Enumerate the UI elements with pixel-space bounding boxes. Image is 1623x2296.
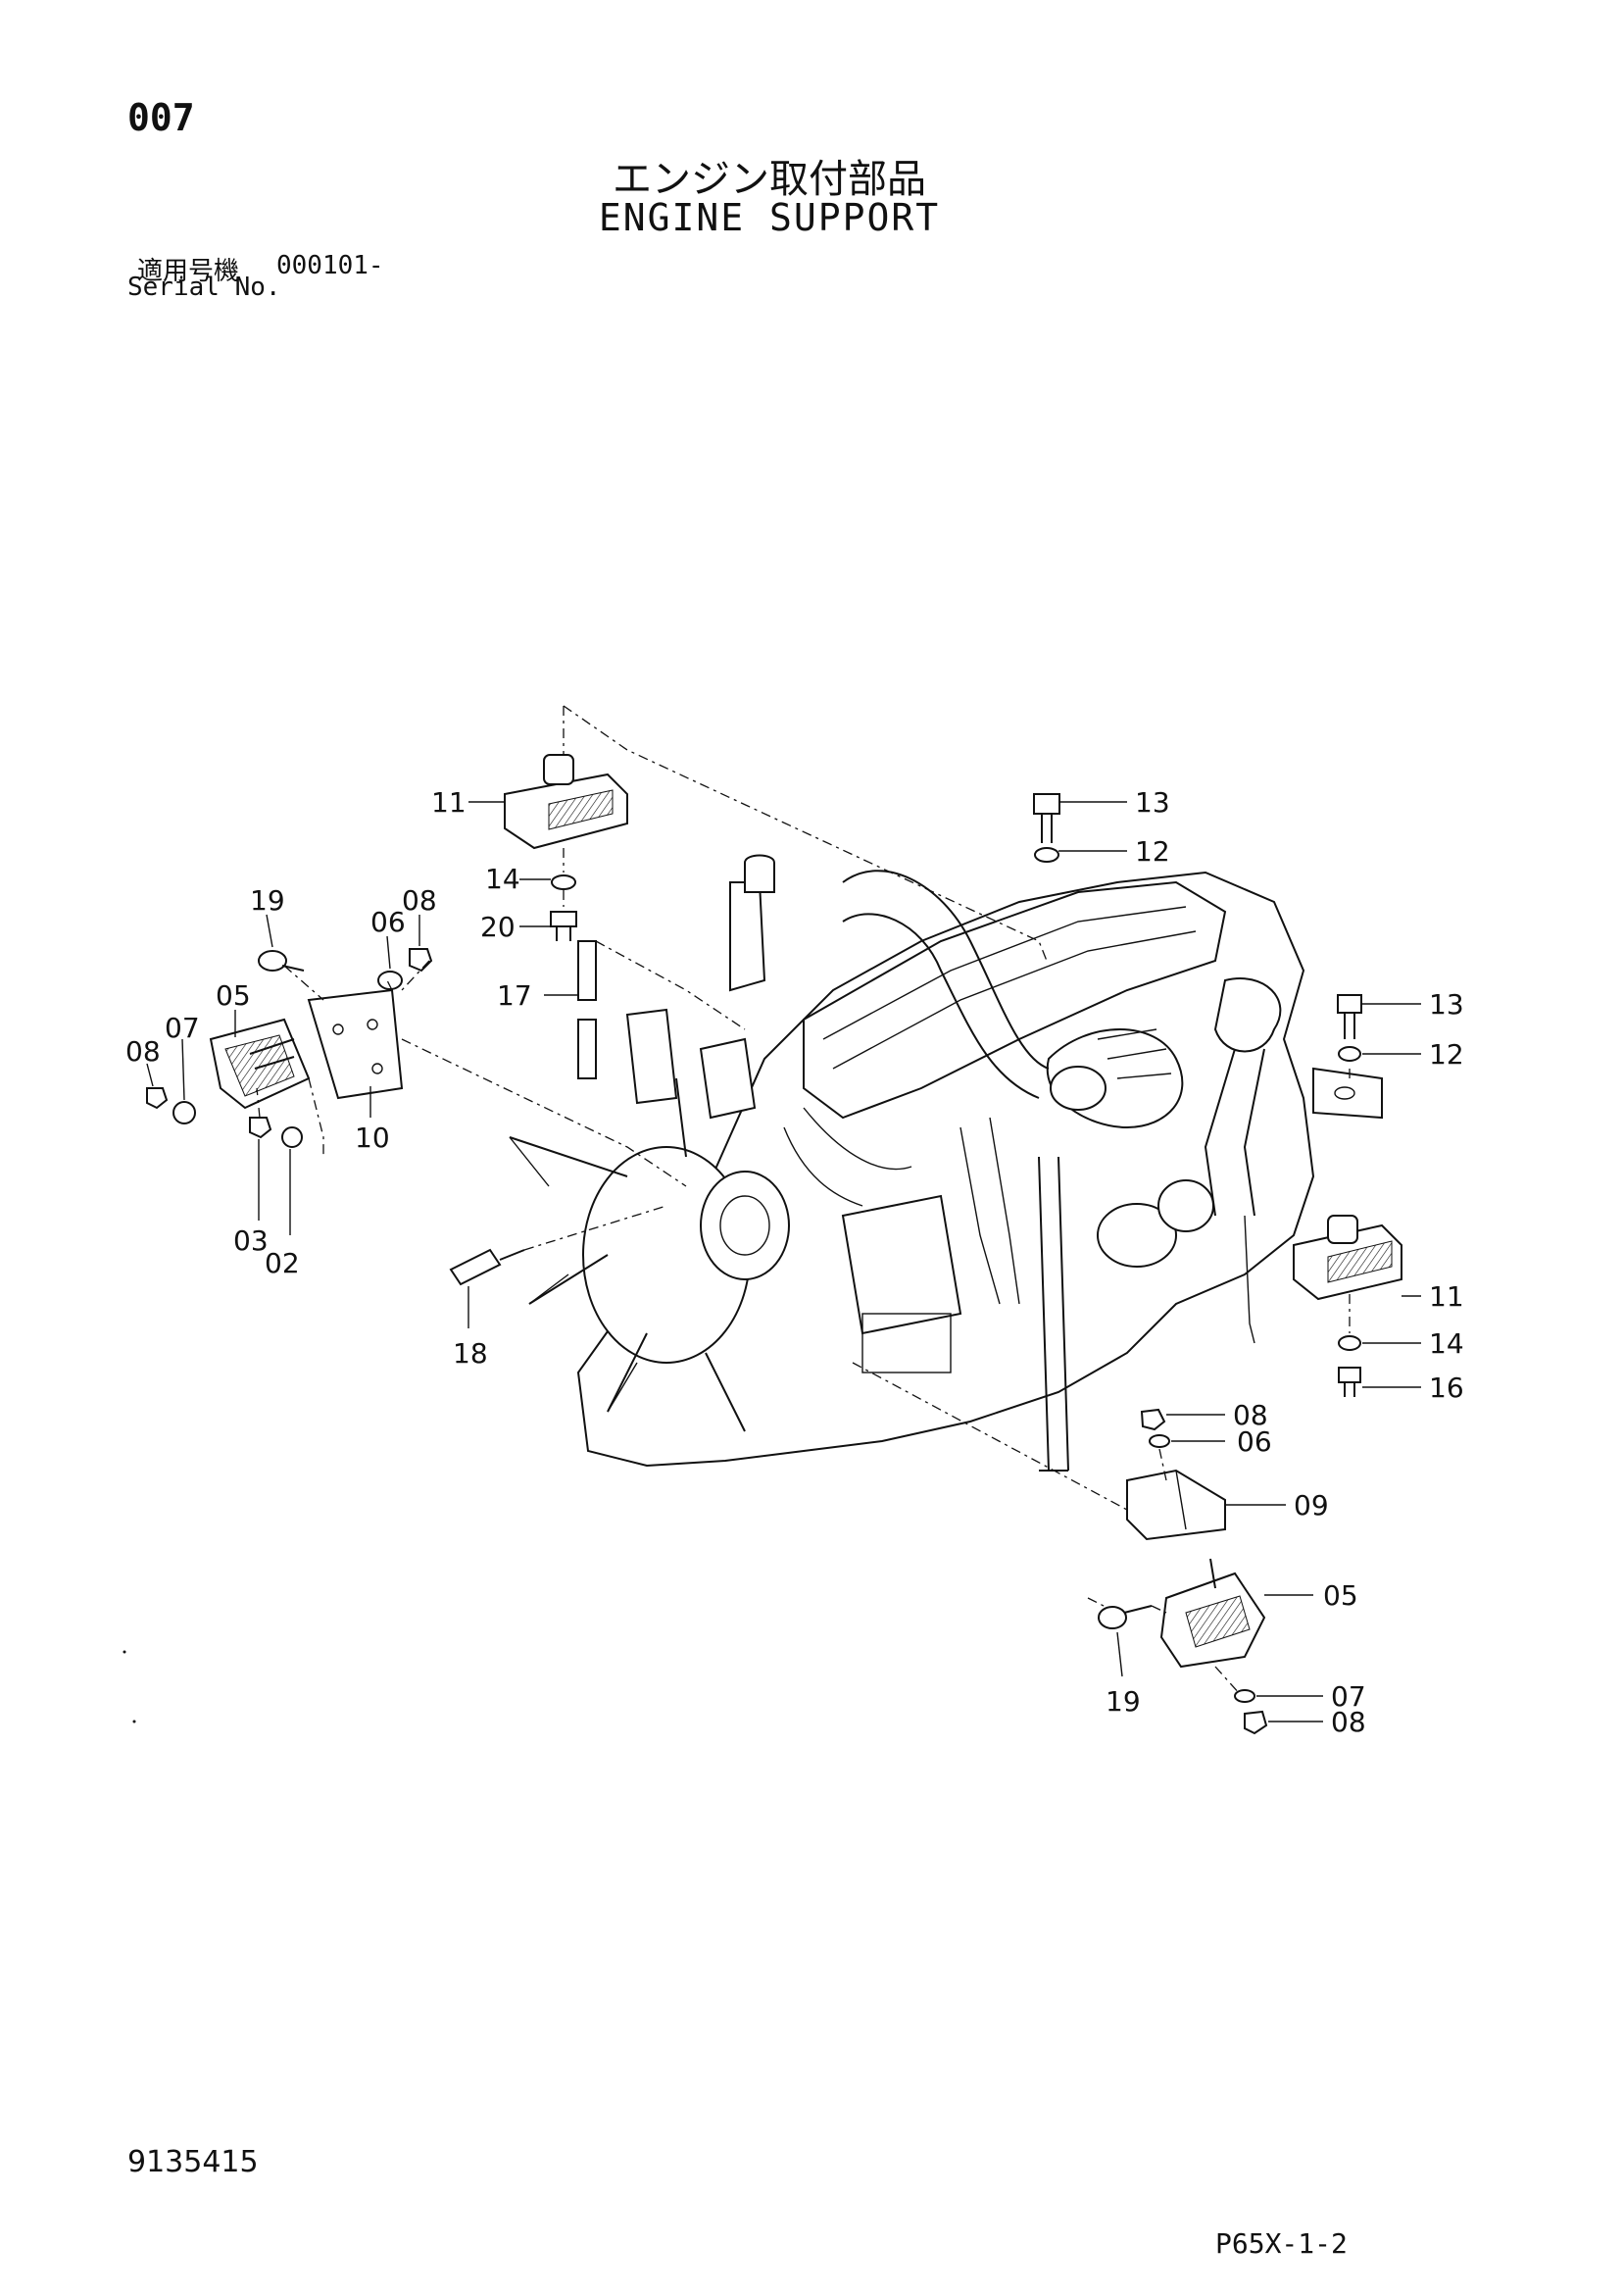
callout-05: 05 <box>1323 1579 1358 1612</box>
callout-08: 08 <box>125 1035 161 1068</box>
sheet-reference: P65X-1-2 <box>1215 2227 1348 2260</box>
callout-18: 18 <box>453 1337 488 1370</box>
callout-10: 10 <box>355 1122 390 1154</box>
page-number: 007 <box>127 96 195 139</box>
right-rear-bracket <box>1312 1067 1383 1120</box>
serial-label-japanese: 適用号機 <box>137 257 240 286</box>
cushion-rubber-right <box>1293 1215 1402 1301</box>
callout-16: 16 <box>1429 1372 1464 1404</box>
callout-12: 12 <box>1135 835 1170 868</box>
speck <box>123 1650 126 1654</box>
speck <box>132 1720 136 1723</box>
cushion-rubber-top <box>504 754 628 850</box>
callout-08: 08 <box>1331 1706 1366 1738</box>
callout-14: 14 <box>485 863 520 895</box>
callout-03: 03 <box>233 1224 269 1257</box>
callout-06: 06 <box>370 906 406 938</box>
engine-assembly <box>509 854 1315 1472</box>
page-title: ENGINE SUPPORT <box>598 196 941 239</box>
callout-20: 20 <box>480 911 516 943</box>
callout-12: 12 <box>1429 1038 1464 1071</box>
right-mount-bracket <box>1126 1469 1226 1541</box>
callout-14: 14 <box>1429 1327 1464 1360</box>
callout-11: 11 <box>431 786 467 819</box>
callout-19: 19 <box>250 884 285 917</box>
callout-06: 06 <box>1237 1425 1272 1458</box>
callout-07: 07 <box>1331 1680 1366 1713</box>
serial-number-range: 000101- <box>276 251 384 280</box>
right-engine-mount <box>1159 1558 1266 1669</box>
callout-11: 11 <box>1429 1280 1464 1313</box>
alignment-lines <box>256 705 1351 1695</box>
callout-07: 07 <box>165 1012 200 1044</box>
callout-09: 09 <box>1294 1489 1329 1522</box>
callout-17: 17 <box>497 979 532 1012</box>
drawing-number: 9135415 <box>127 2145 259 2179</box>
left-mount-bracket <box>307 988 404 1100</box>
left-engine-mount <box>209 1018 311 1110</box>
callout-05: 05 <box>216 979 251 1012</box>
callout-08: 08 <box>402 884 437 917</box>
callout-08: 08 <box>1233 1399 1268 1431</box>
serial-label: Serial No. <box>127 273 281 302</box>
callout-02: 02 <box>265 1247 300 1279</box>
part-callouts: 11 13 12 14 20 19 06 08 05 07 08 17 10 1… <box>125 786 1464 1738</box>
callout-19: 19 <box>1106 1685 1141 1718</box>
callout-13: 13 <box>1135 786 1170 819</box>
callout-13: 13 <box>1429 988 1464 1021</box>
page-title-japanese: エンジン取付部品 <box>613 157 926 202</box>
